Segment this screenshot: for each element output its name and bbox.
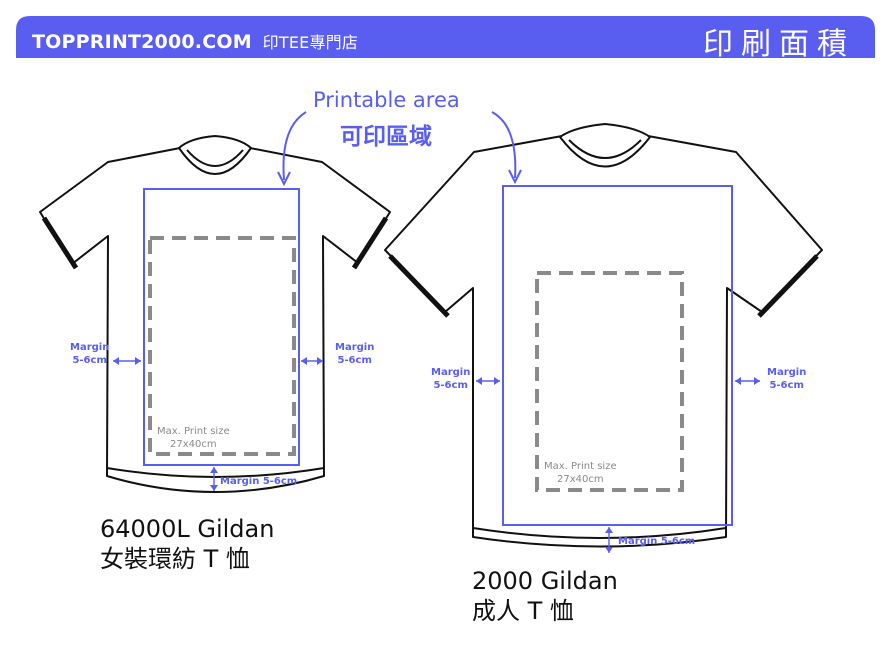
womens-tshirt-outline — [39, 135, 391, 493]
brand-title: TOPPRINT2000.COM 印TEE專門店 — [32, 29, 358, 53]
adult-name: 成人 T 恤 — [472, 597, 574, 625]
adult-model: 2000 Gildan — [472, 567, 618, 595]
brand-name: TOPPRINT2000.COM — [32, 31, 252, 53]
adult-max-print-area — [535, 271, 684, 492]
header-bar — [16, 16, 875, 58]
page-title: 印刷面積 — [703, 27, 855, 62]
adult-margin-left-label: Margin 5-6cm — [431, 367, 471, 391]
adult-printable-area — [502, 185, 733, 526]
womens-max-print-label: Max. Print size 27x40cm — [157, 426, 230, 450]
adult-max-print-label: Max. Print size 27x40cm — [544, 461, 617, 485]
printable-area-label-en: Printable area — [313, 88, 460, 112]
shop-subtitle: 印TEE專門店 — [262, 33, 359, 52]
womens-product-label: 64000L Gildan 女裝環紡 T 恤 — [100, 514, 274, 574]
womens-name: 女裝環紡 T 恤 — [100, 545, 250, 573]
womens-printable-area — [143, 188, 300, 466]
adult-product-label: 2000 Gildan 成人 T 恤 — [472, 566, 618, 626]
callout-arrows — [277, 111, 522, 187]
womens-margin-right-label: Margin 5-6cm — [335, 342, 375, 366]
adult-margin-arrows — [476, 377, 760, 553]
adult-margin-bottom-label: Margin 5-6cm — [618, 536, 696, 547]
womens-model: 64000L Gildan — [100, 515, 275, 543]
womens-margin-left-label: Margin 5-6cm — [70, 342, 110, 366]
adult-margin-right-label: Margin 5-6cm — [767, 367, 807, 391]
womens-max-print-area — [148, 236, 296, 456]
womens-margin-bottom-label: Margin 5-6cm — [220, 476, 298, 487]
printable-area-label-zh: 可印區域 — [340, 124, 432, 150]
womens-margin-arrows — [113, 357, 323, 491]
adult-tshirt-outline — [384, 123, 823, 548]
